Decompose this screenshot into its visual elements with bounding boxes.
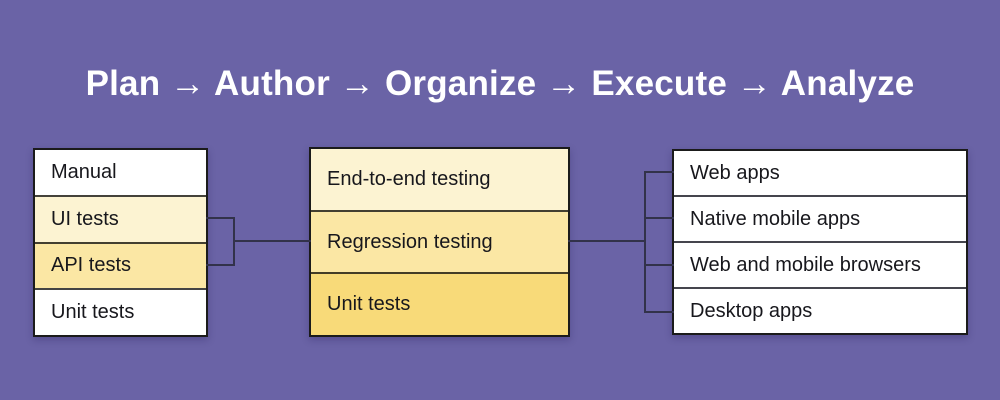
row-end-to-end-testing: End-to-end testing [311, 149, 568, 210]
testing-scope-box: End-to-end testing Regression testing Un… [309, 147, 570, 337]
connector-left-stub-api-tests [206, 264, 235, 266]
row-web-apps: Web apps [674, 151, 966, 195]
connector-right-stub-web-apps [644, 171, 674, 173]
row-api-tests: API tests [35, 241, 206, 289]
row-native-mobile-apps: Native mobile apps [674, 195, 966, 241]
connector-left-to-middle [233, 240, 311, 242]
connector-left-stub-ui-tests [206, 217, 235, 219]
row-regression-testing: Regression testing [311, 209, 568, 273]
row-unit-tests-scope: Unit tests [311, 272, 568, 336]
connector-right-stub-desktop-apps [644, 311, 674, 313]
target-platforms-box: Web apps Native mobile apps Web and mobi… [672, 149, 968, 335]
connector-right-stub-web-mobile-browsers [644, 264, 674, 266]
row-web-and-mobile-browsers: Web and mobile browsers [674, 241, 966, 287]
row-manual: Manual [35, 150, 206, 195]
connector-middle-to-right [568, 240, 646, 242]
connector-right-stub-native-mobile-apps [644, 217, 674, 219]
connector-right-bracket [644, 171, 646, 313]
row-desktop-apps: Desktop apps [674, 287, 966, 333]
test-types-box: Manual UI tests API tests Unit tests [33, 148, 208, 337]
process-title: Plan → Author → Organize → Execute → Ana… [85, 64, 915, 103]
row-unit-tests: Unit tests [35, 288, 206, 335]
row-ui-tests: UI tests [35, 194, 206, 242]
